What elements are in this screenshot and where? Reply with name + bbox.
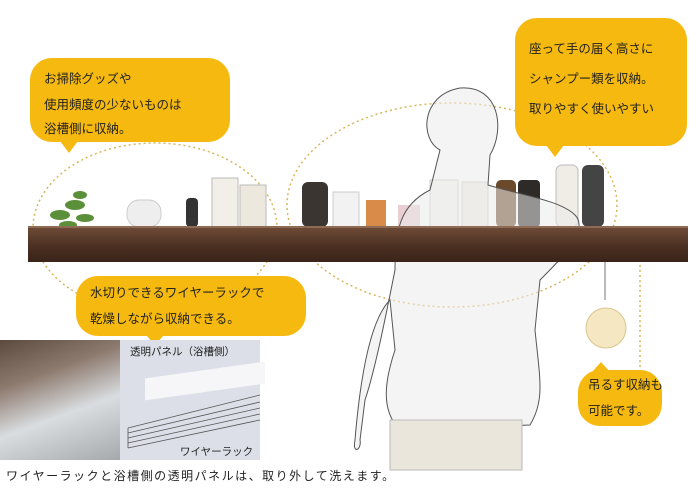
dotted-ellipse-right [286, 102, 618, 308]
shelf [28, 228, 688, 262]
hanging-loofah [585, 262, 627, 349]
callout-line: 乾燥しながら収納できる。 [90, 311, 240, 326]
rack-label: ワイヤーラック [180, 446, 254, 458]
wire-rack-drawing [127, 394, 260, 449]
callout-line: 使用頻度の少ないものは [44, 97, 182, 112]
callout-line: 可能です。 [588, 403, 650, 418]
callout-line: 浴槽側に収納。 [44, 121, 132, 136]
caption: ワイヤーラックと浴槽側の透明パネルは、取り外して洗えます。 [6, 469, 396, 483]
callout-line: 吊るす収納も [588, 377, 664, 392]
panel-label: 透明パネル（浴槽側） [130, 346, 235, 358]
callout-tail [60, 141, 78, 153]
callout-tail [592, 362, 610, 372]
panel-diagram: 透明パネル（浴槽側） ワイヤーラック [120, 340, 265, 460]
stool [389, 419, 523, 471]
callout-line: 取りやすく使いやすい [529, 101, 655, 116]
callout-shampoo: 座って手の届く高さに シャンプー類を収納。 取りやすく使いやすい [515, 18, 687, 146]
callout-tail [546, 145, 564, 157]
callout-cleaning: お掃除グッズや 使用頻度の少ないものは 浴槽側に収納。 [30, 58, 230, 142]
wire-rack-photo [0, 340, 120, 460]
callout-line: お掃除グッズや [44, 71, 132, 86]
callout-line: 座って手の届く高さに [529, 41, 654, 56]
callout-wire-rack: 水切りできるワイヤーラックで 乾燥しながら収納できる。 [76, 276, 306, 336]
callout-line: シャンプー類を収納。 [529, 71, 654, 86]
callout-hanging: 吊るす収納も 可能です。 [578, 370, 664, 426]
callout-line: 水切りできるワイヤーラックで [90, 285, 265, 300]
plant [47, 191, 94, 234]
